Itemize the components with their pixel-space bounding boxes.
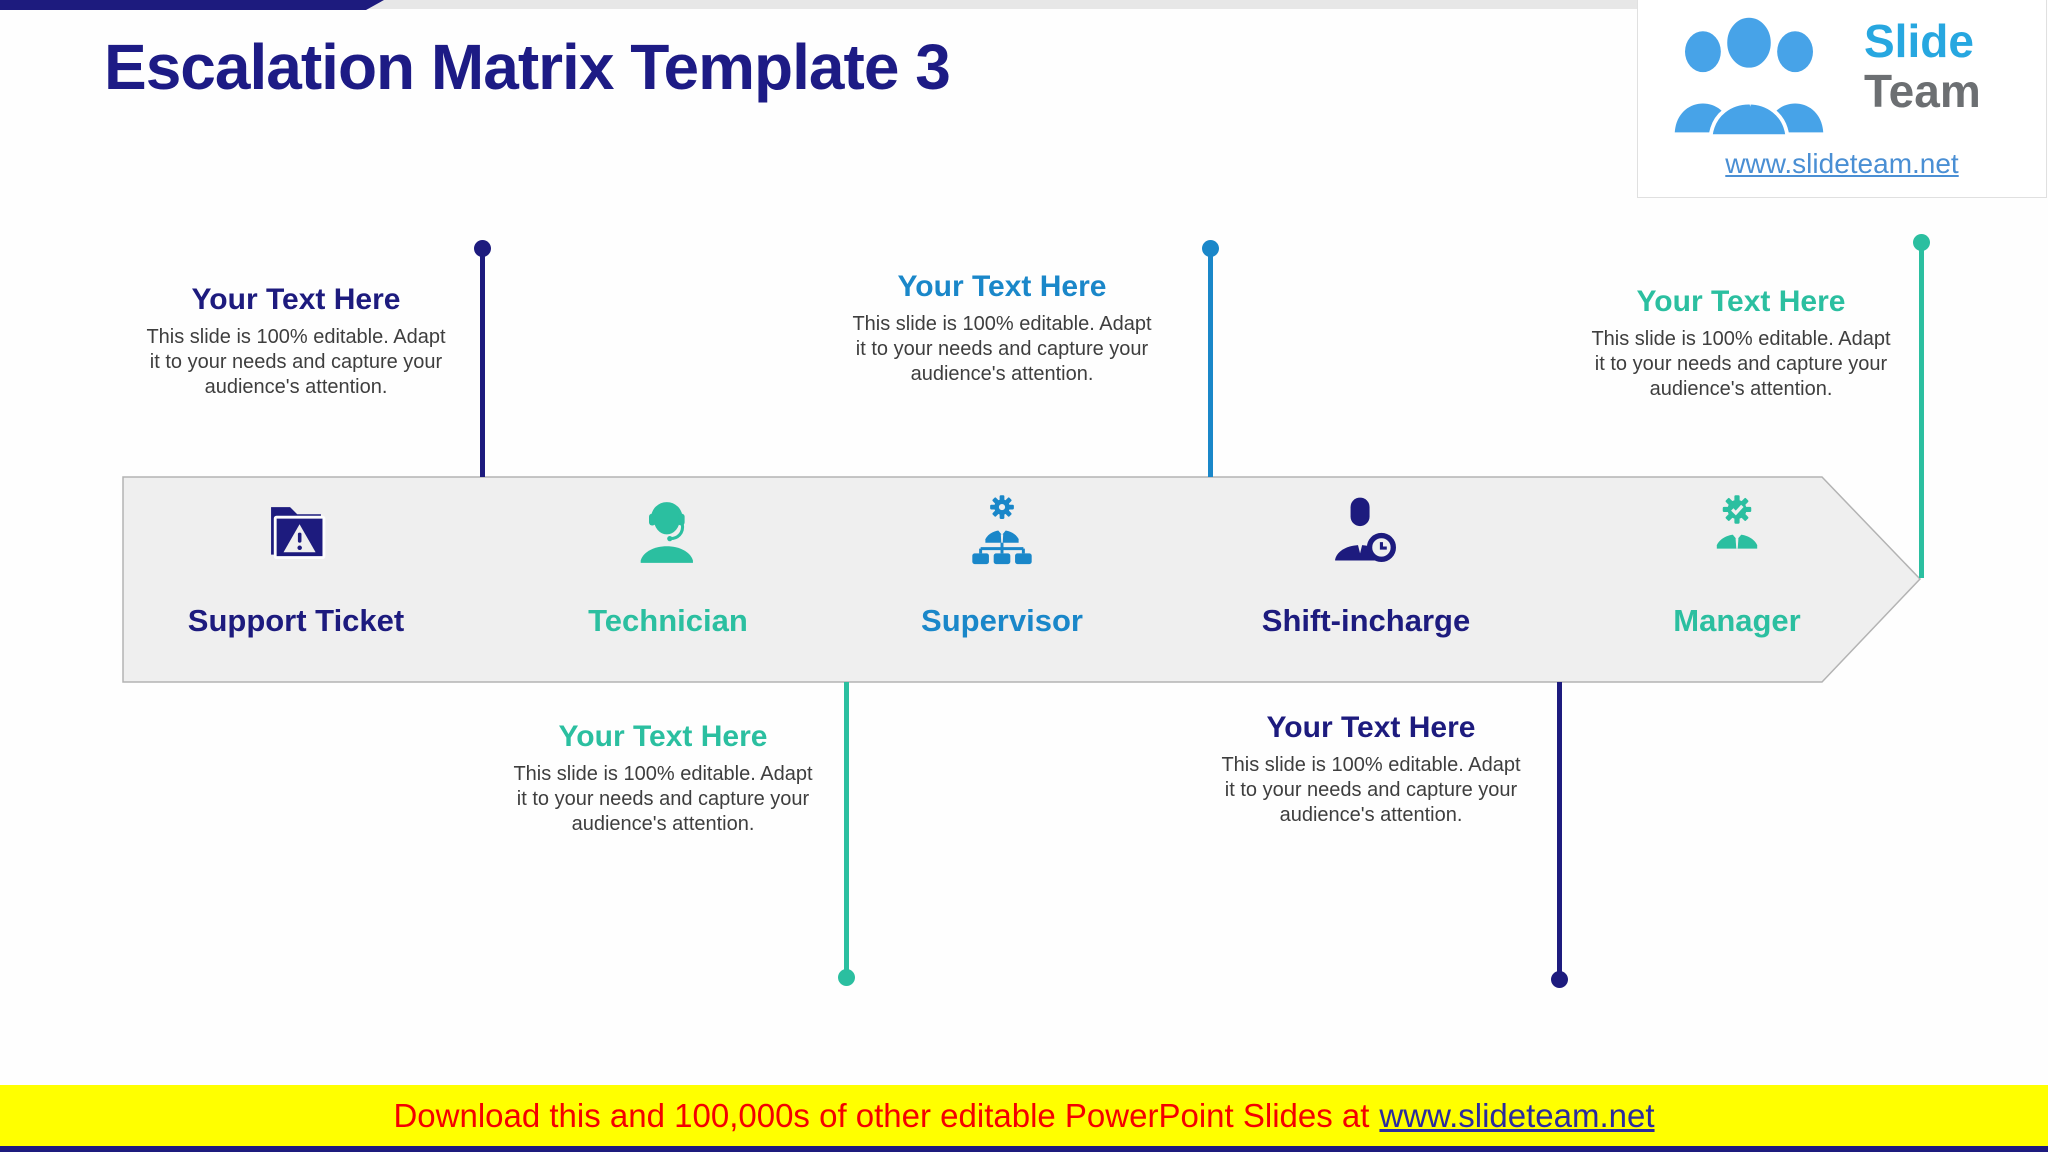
- connector-line: [1557, 682, 1562, 980]
- logo-wordmark: Slide Team: [1864, 16, 1981, 116]
- stage-label: Support Ticket: [187, 603, 405, 638]
- stage-label: Manager: [1673, 603, 1801, 638]
- text-block-above-support-ticket: Your Text Here This slide is 100% editab…: [146, 283, 446, 400]
- slideteam-people-icon: [1674, 13, 1824, 139]
- connector-line: [1919, 242, 1924, 578]
- text-block-body: This slide is 100% editable. Adapt it to…: [852, 313, 1152, 385]
- connector-line: [480, 248, 485, 477]
- connector-dot: [474, 240, 491, 257]
- text-block-heading: Your Text Here: [558, 720, 768, 753]
- connector-dot: [1202, 240, 1219, 257]
- logo-word-team: Team: [1864, 65, 1981, 117]
- connector-dot: [1551, 971, 1568, 988]
- headset-person-icon: [518, 494, 818, 575]
- stage-supervisor: Supervisor: [852, 494, 1152, 639]
- stage-manager: Manager: [1587, 494, 1887, 639]
- text-block-above-supervisor: Your Text Here This slide is 100% editab…: [852, 270, 1152, 387]
- text-block-heading: Your Text Here: [1266, 711, 1476, 744]
- org-chart-person-icon: [852, 494, 1152, 575]
- text-block-heading: Your Text Here: [191, 283, 401, 316]
- download-banner: Download this and 100,000s of other edit…: [0, 1085, 2048, 1147]
- bottom-accent-strip-navy: [0, 1146, 2048, 1152]
- text-block-heading: Your Text Here: [1636, 285, 1846, 318]
- logo-website-link[interactable]: www.slideteam.net: [1725, 148, 1959, 179]
- text-block-above-manager: Your Text Here This slide is 100% editab…: [1591, 285, 1891, 402]
- folder-warning-icon: [146, 494, 446, 575]
- stage-technician: Technician: [518, 494, 818, 639]
- top-accent-strip-gray: [360, 0, 1640, 9]
- top-accent-strip-navy: [0, 0, 384, 10]
- stage-label: Shift-incharge: [1261, 603, 1471, 638]
- banner-text: Download this and 100,000s of other edit…: [393, 1097, 1370, 1134]
- connector-dot: [1913, 234, 1930, 251]
- stage-support-ticket: Support Ticket: [146, 494, 446, 639]
- stage-label: Supervisor: [921, 603, 1083, 638]
- connector-dot: [838, 969, 855, 986]
- text-block-below-shift-incharge: Your Text Here This slide is 100% editab…: [1221, 711, 1521, 828]
- text-block-heading: Your Text Here: [897, 270, 1107, 303]
- text-block-body: This slide is 100% editable. Adapt it to…: [513, 763, 813, 835]
- connector-line: [844, 682, 849, 978]
- stage-label: Technician: [588, 603, 748, 638]
- person-clock-icon: [1216, 494, 1516, 575]
- slideteam-logo: Slide Team www.slideteam.net: [1637, 0, 2047, 198]
- text-block-body: This slide is 100% editable. Adapt it to…: [146, 326, 446, 398]
- banner-website-link[interactable]: www.slideteam.net: [1379, 1097, 1655, 1134]
- gear-check-person-icon: [1587, 494, 1887, 575]
- text-block-body: This slide is 100% editable. Adapt it to…: [1591, 328, 1891, 400]
- connector-line: [1208, 248, 1213, 477]
- page-title: Escalation Matrix Template 3: [104, 31, 951, 103]
- logo-word-slide: Slide: [1864, 15, 1974, 67]
- text-block-body: This slide is 100% editable. Adapt it to…: [1221, 754, 1521, 826]
- text-block-below-technician: Your Text Here This slide is 100% editab…: [513, 720, 813, 837]
- stage-shift-incharge: Shift-incharge: [1216, 494, 1516, 639]
